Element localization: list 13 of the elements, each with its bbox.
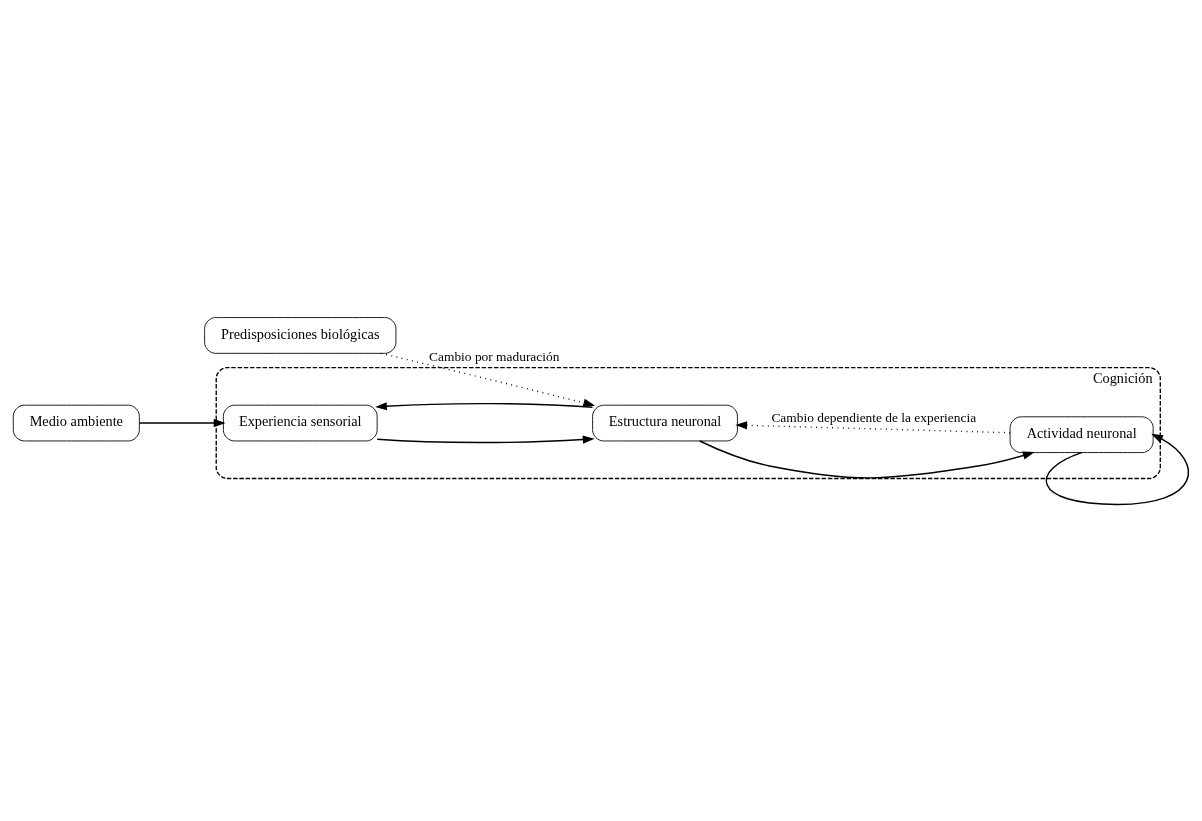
node-box: Experiencia sensorial bbox=[222, 404, 378, 441]
arrow bbox=[698, 439, 1035, 479]
node-box: Estructura neuronal bbox=[592, 404, 738, 441]
arrow bbox=[138, 418, 226, 427]
arrow bbox=[735, 420, 1011, 433]
arrow bbox=[375, 401, 594, 410]
node-box: Predisposiciones biológicas bbox=[204, 316, 397, 354]
edge-label: Cambio por maduración bbox=[429, 348, 560, 364]
edge-label: Cambio dependiente de la experiencia bbox=[771, 409, 977, 425]
arrow bbox=[1045, 433, 1190, 505]
node-box: Actividad neuronal bbox=[1009, 415, 1154, 453]
node-box: Medio ambiente bbox=[12, 404, 140, 441]
arrow bbox=[376, 434, 595, 444]
